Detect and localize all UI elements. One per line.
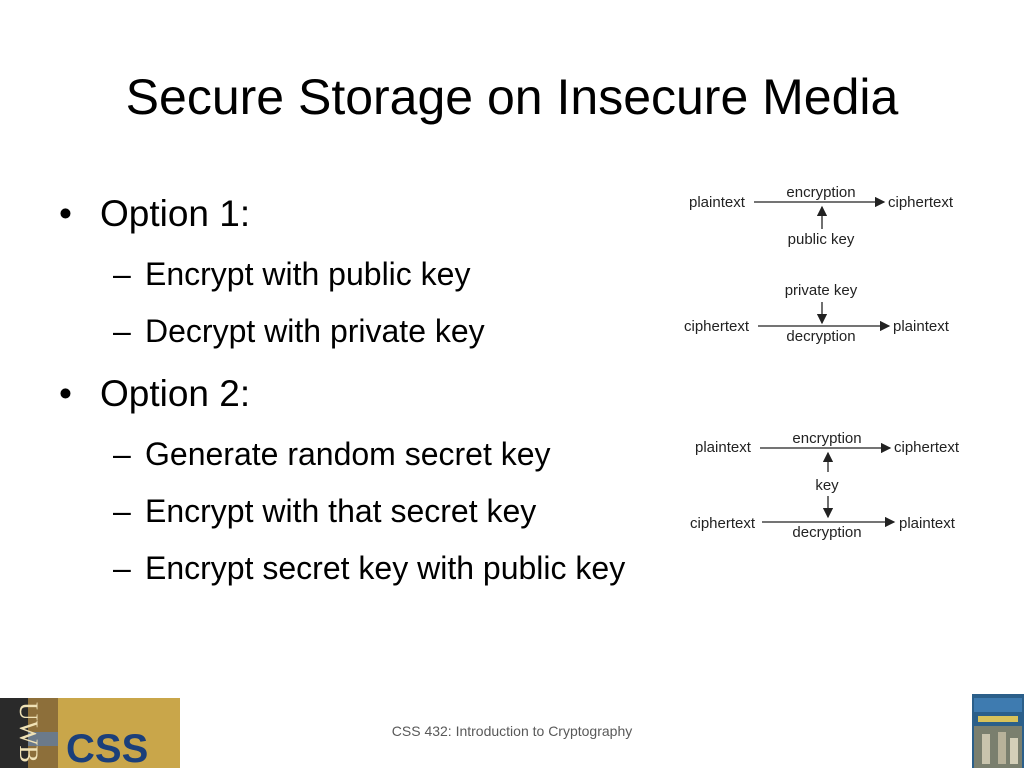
sub-bullet-dash: – [113, 493, 131, 529]
sk-key-label: key [815, 477, 839, 494]
sub-bullet: – Encrypt with public key [113, 255, 471, 293]
book-cover-image [972, 694, 1024, 768]
pk-dec-right-label: plaintext [893, 318, 950, 335]
pk-enc-left-label: plaintext [689, 194, 746, 211]
sk-enc-right-label: ciphertext [894, 439, 960, 456]
bullet-option-1: • Option 1: [59, 192, 251, 236]
logo-letters: CSS [66, 727, 148, 768]
sk-enc-op-label: encryption [792, 430, 861, 447]
bullet-dot: • [59, 373, 72, 414]
sub-bullet: – Encrypt with that secret key [113, 492, 537, 530]
pk-dec-op-label: decryption [786, 328, 855, 345]
sub-bullet-dash: – [113, 256, 131, 292]
sk-enc-left-label: plaintext [695, 439, 752, 456]
sub-bullet-text: Encrypt with that secret key [145, 493, 537, 529]
css-logo: UWB CSS [0, 698, 180, 768]
sub-bullet-text: Encrypt secret key with public key [145, 550, 626, 586]
bullet-dot: • [59, 193, 72, 234]
sk-dec-right-label: plaintext [899, 515, 956, 532]
pk-enc-op-label: encryption [786, 184, 855, 201]
secret-key-diagram: plaintext encryption ciphertext key ciph… [686, 424, 976, 544]
sub-bullet: – Decrypt with private key [113, 312, 485, 350]
sub-bullet: – Encrypt secret key with public key [113, 549, 626, 587]
sub-bullet-dash: – [113, 313, 131, 349]
logo-side-letters: UWB [14, 702, 43, 763]
sub-bullet-text: Decrypt with private key [145, 313, 485, 349]
sub-bullet-dash: – [113, 436, 131, 472]
slide-title: Secure Storage on Insecure Media [125, 69, 899, 125]
pk-dec-key-label: private key [785, 282, 858, 299]
public-key-diagram: plaintext encryption ciphertext public k… [680, 178, 970, 348]
bullet-label: Option 2: [100, 373, 251, 414]
sub-bullet-text: Encrypt with public key [145, 256, 471, 292]
sub-bullet: – Generate random secret key [113, 435, 551, 473]
sub-bullet-text: Generate random secret key [145, 436, 551, 472]
sub-bullet-dash: – [113, 550, 131, 586]
footer-course: CSS 432: Introduction to Cryptography [391, 723, 633, 739]
logo-side-strip [0, 698, 28, 768]
pk-dec-left-label: ciphertext [684, 318, 750, 335]
pk-enc-right-label: ciphertext [888, 194, 954, 211]
bullet-option-2: • Option 2: [59, 372, 251, 416]
sk-dec-left-label: ciphertext [690, 515, 756, 532]
sk-dec-op-label: decryption [792, 524, 861, 541]
bullet-label: Option 1: [100, 193, 251, 234]
pk-enc-key-label: public key [788, 231, 855, 248]
